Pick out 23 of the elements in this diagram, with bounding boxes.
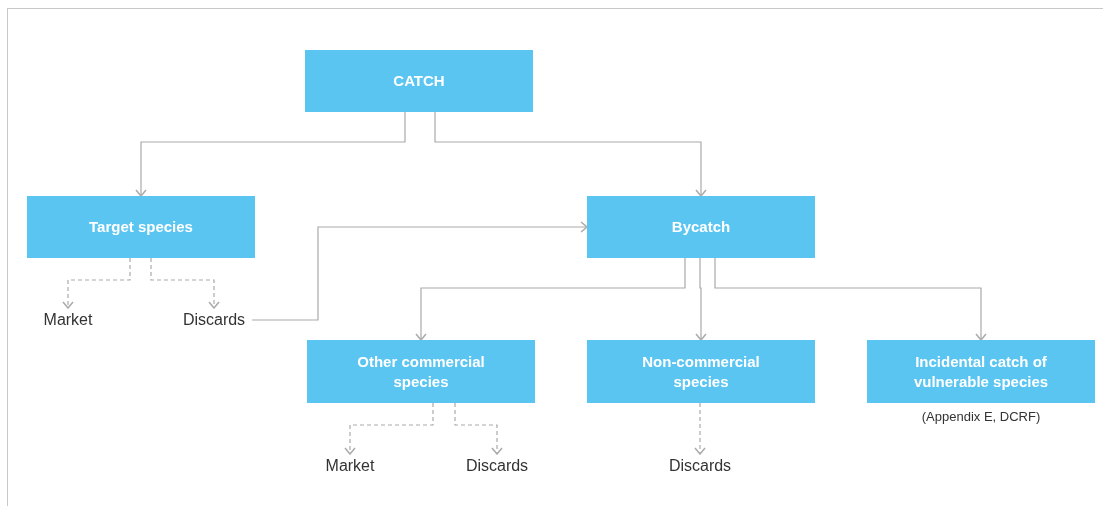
arrow (454, 402, 503, 455)
arrow (694, 402, 706, 455)
outcome-label: Market (33, 308, 103, 332)
category-box: Bycatch (587, 196, 815, 258)
arrow (344, 402, 434, 455)
category-box: Other commercial species (307, 340, 535, 403)
category-box: Incidental catch of vulnerable species (867, 340, 1095, 403)
outcome-label: Discards (176, 308, 252, 332)
arrow (434, 111, 707, 197)
category-box: CATCH (305, 50, 533, 112)
arrow (135, 111, 406, 197)
outcome-label: Discards (459, 454, 535, 478)
outcome-label: Market (315, 454, 385, 478)
category-box: Target species (27, 196, 255, 258)
arrow (62, 257, 131, 309)
outcome-label: Discards (662, 454, 738, 478)
note-text: (Appendix E, DCRF) (920, 408, 1042, 426)
arrow (415, 257, 686, 341)
category-box: Non-commercial species (587, 340, 815, 403)
arrow (150, 257, 220, 309)
arrow (714, 257, 987, 341)
arrow (251, 221, 588, 321)
arrow (695, 257, 707, 341)
